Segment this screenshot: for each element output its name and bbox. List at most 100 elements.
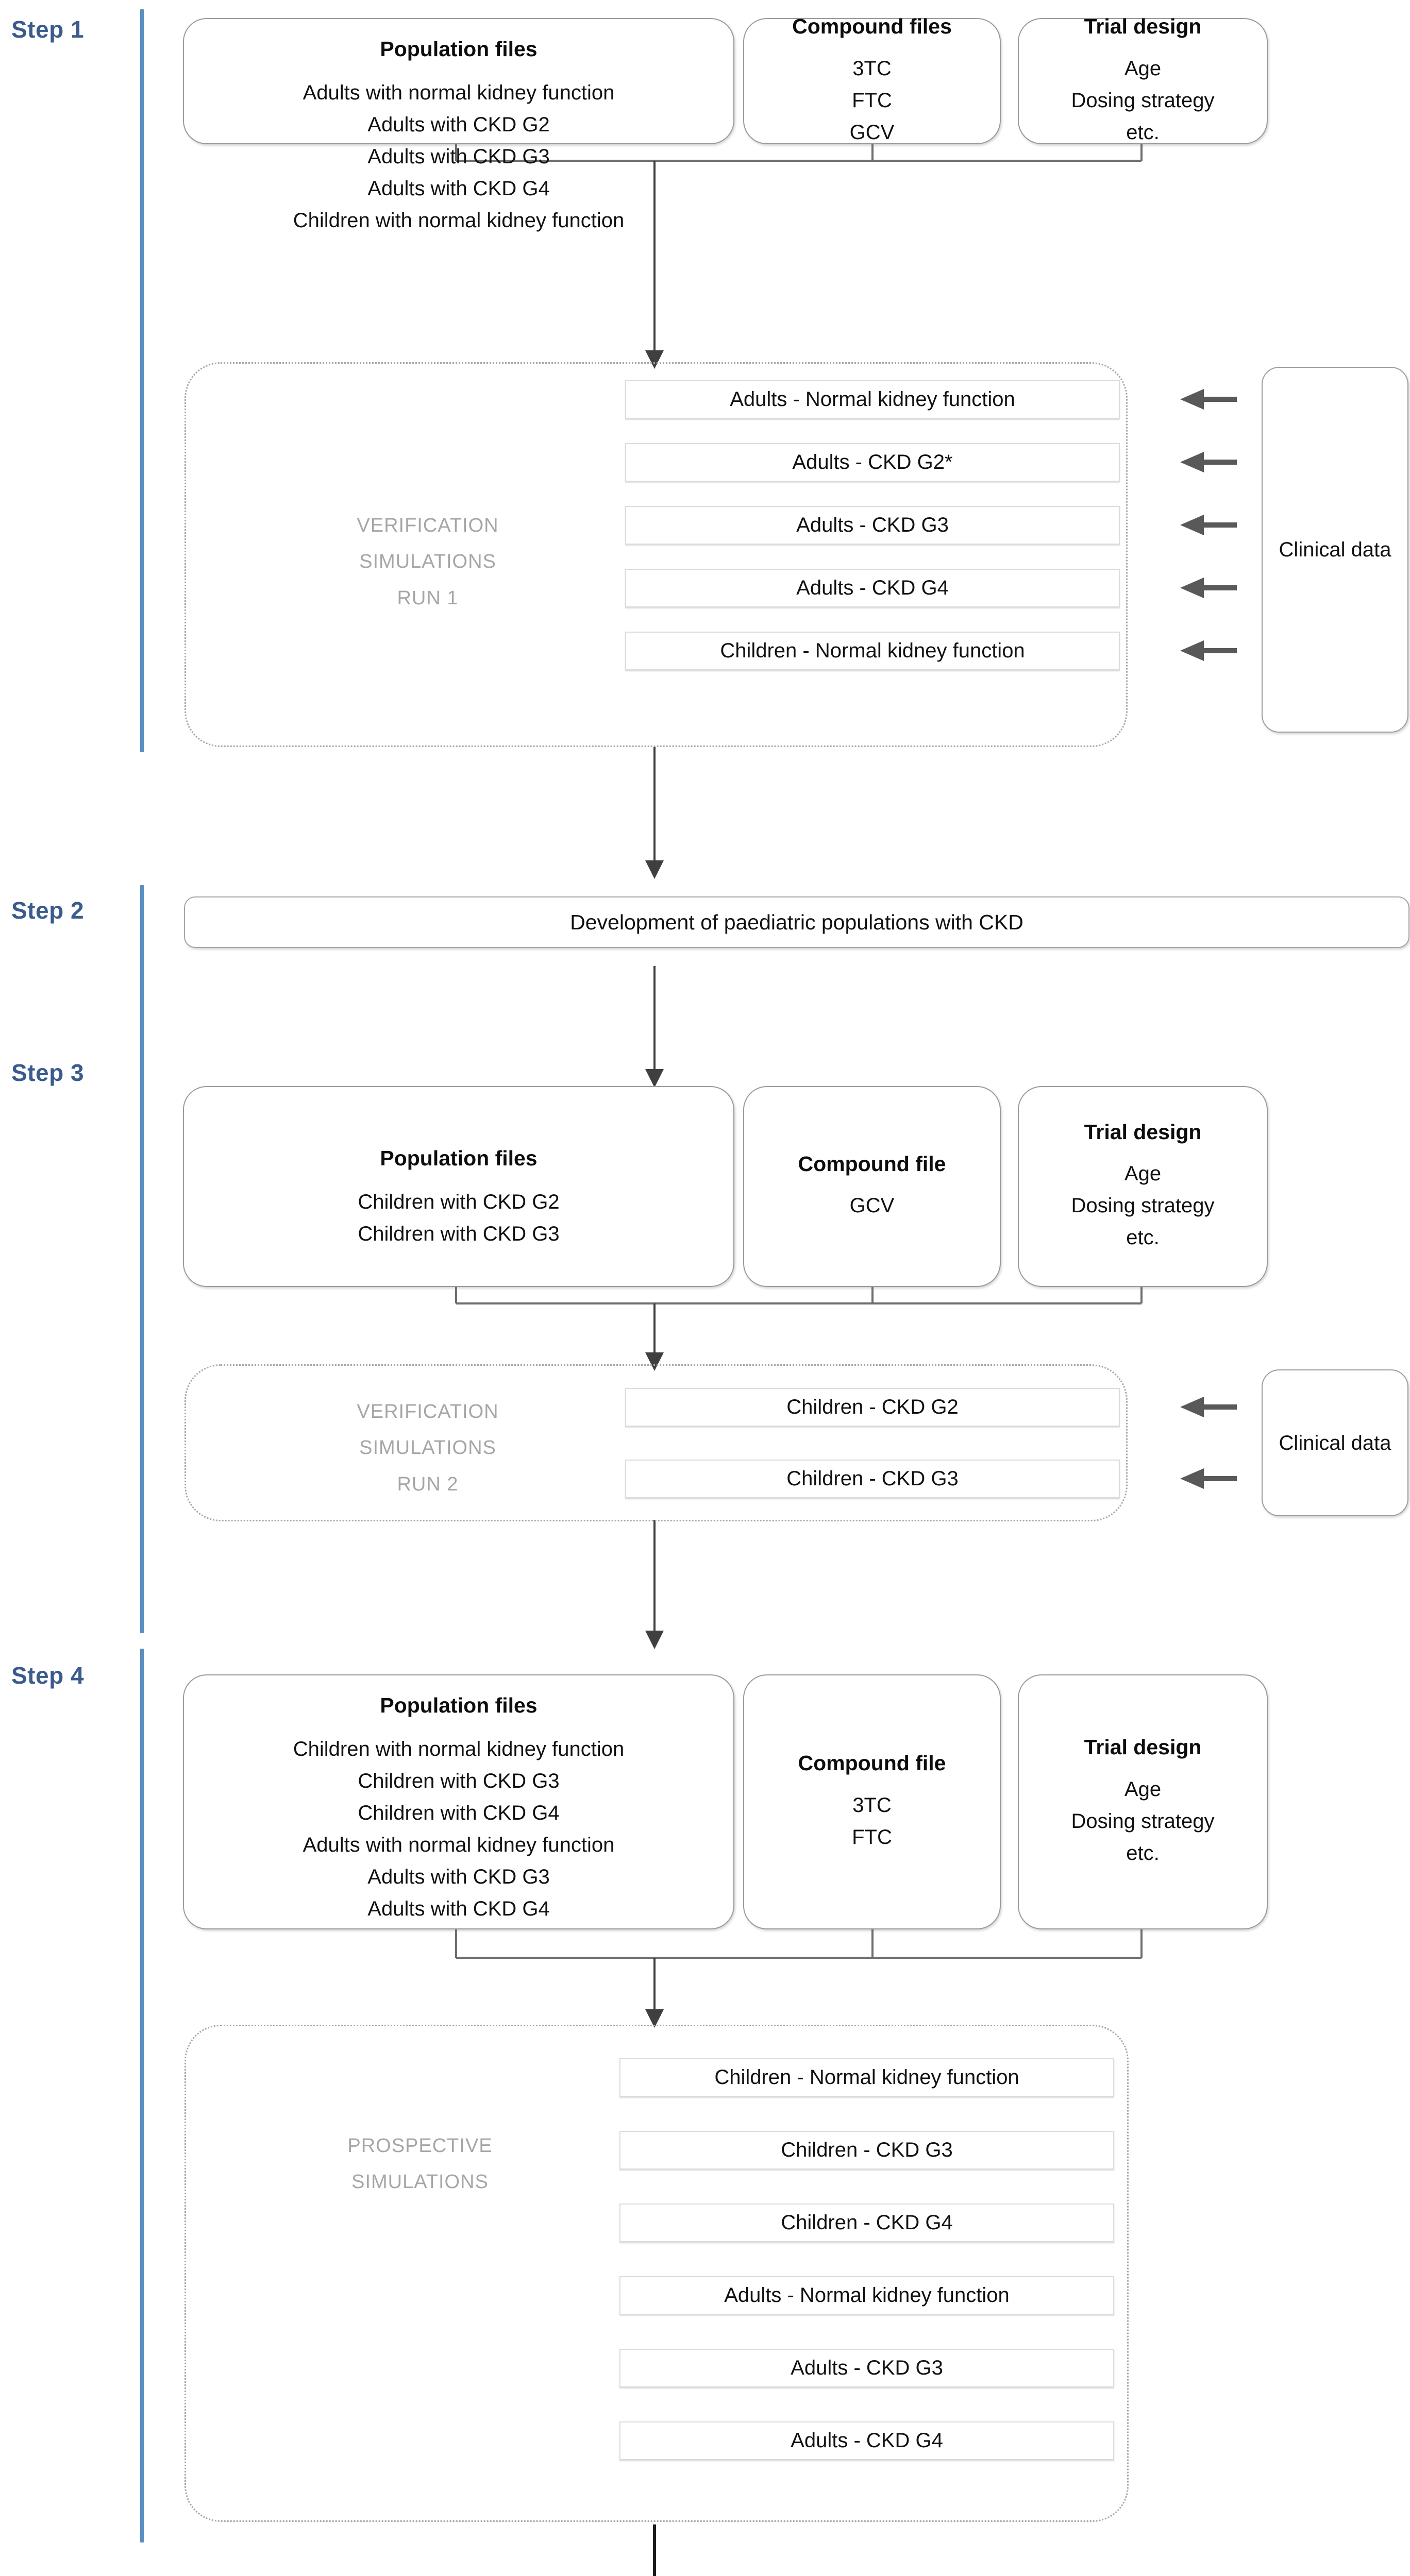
population-item: Children with normal kidney function	[293, 209, 625, 232]
caption-line: SIMULATIONS	[359, 1437, 496, 1459]
caption-line: RUN 2	[397, 1473, 459, 1495]
step-label-2: Step 2	[11, 897, 85, 924]
compound-item: 3TC	[852, 57, 892, 80]
compound-item: GCV	[849, 1194, 895, 1217]
step3-trial-design-box: Trial design Age Dosing strategy etc.	[1018, 1086, 1268, 1287]
clinical-data-label: Clinical data	[1279, 538, 1391, 561]
population-item: Adults with CKD G3	[367, 145, 550, 168]
compound-item: FTC	[852, 89, 892, 112]
trial-item: Age	[1124, 1777, 1162, 1801]
step1-sim-row: Adults - CKD G2*	[625, 443, 1120, 482]
population-item: Adults with CKD G3	[367, 1866, 550, 1889]
step4-population-files-box: Population files Children with normal ki…	[183, 1674, 734, 1929]
sim-label: Adults - Normal kidney function	[730, 388, 1015, 411]
trial-item: etc.	[1126, 1226, 1160, 1249]
caption-line: SIMULATIONS	[351, 2171, 489, 2193]
compound-item: 3TC	[852, 1793, 892, 1817]
box-title: Compound files	[792, 14, 952, 39]
step-rail-2	[140, 885, 144, 1055]
compound-item: GCV	[849, 121, 895, 144]
box-title: Trial design	[1084, 1120, 1202, 1144]
step3-sim-row: Children - CKD G3	[625, 1460, 1120, 1498]
box-title: Trial design	[1084, 1735, 1202, 1759]
population-item: Adults with normal kidney function	[303, 81, 615, 105]
trial-item: Age	[1124, 1162, 1162, 1185]
step4-prospective-container	[184, 2025, 1129, 2522]
population-item: Children with CKD G4	[358, 1802, 560, 1825]
step3-clinical-data-box: Clinical data	[1262, 1369, 1408, 1516]
trial-item: Dosing strategy	[1071, 1809, 1215, 1833]
sim-label: Children - CKD G4	[781, 2211, 953, 2234]
step-rail-3	[140, 1051, 144, 1633]
caption-line: VERIFICATION	[357, 1401, 499, 1422]
step1-compound-files-box: Compound files 3TC FTC GCV	[743, 14, 1001, 144]
box-title: Population files	[380, 1146, 538, 1170]
step1-clinical-data-box: Clinical data	[1262, 367, 1408, 733]
step2-box-label: Development of paediatric populations wi…	[570, 910, 1023, 934]
step1-sim-row: Adults - CKD G3	[625, 506, 1120, 545]
population-item: Adults with normal kidney function	[303, 1834, 615, 1857]
population-item: Adults with CKD G4	[367, 177, 550, 200]
step3-compound-files-box: Compound file GCV	[743, 1086, 1001, 1287]
step-label-4: Step 4	[11, 1662, 85, 1689]
sim-label: Adults - CKD G2*	[792, 451, 953, 473]
step4-sim-row: Adults - Normal kidney function	[619, 2276, 1114, 2315]
sim-label: Children - CKD G2	[786, 1396, 959, 1418]
sim-label: Adults - CKD G3	[796, 514, 949, 536]
trial-item: etc.	[1126, 1841, 1160, 1865]
step4-prospective-caption: PROSPECTIVE SIMULATIONS	[309, 2128, 531, 2200]
population-item: Adults with CKD G4	[367, 1897, 550, 1921]
caption-line: RUN 1	[397, 587, 459, 609]
population-item: Adults with CKD G2	[367, 113, 550, 137]
step3-sim-row: Children - CKD G2	[625, 1388, 1120, 1427]
box-title: Population files	[380, 37, 538, 61]
box-title: Compound file	[798, 1151, 946, 1176]
step-rail-1	[140, 9, 144, 752]
step3-population-files-box: Population files Children with CKD G2 Ch…	[183, 1086, 734, 1287]
trial-item: etc.	[1126, 121, 1160, 144]
population-item: Children with normal kidney function	[293, 1738, 625, 1761]
caption-line: SIMULATIONS	[359, 551, 496, 573]
step-rail-4	[140, 1649, 144, 2543]
step4-trial-design-box: Trial design Age Dosing strategy etc.	[1018, 1674, 1268, 1929]
clinical-data-label: Clinical data	[1279, 1431, 1391, 1454]
box-title: Trial design	[1084, 14, 1202, 39]
step3-verification-caption: VERIFICATION SIMULATIONS RUN 2	[320, 1394, 536, 1502]
sim-label: Children - Normal kidney function	[714, 2066, 1019, 2089]
trial-item: Dosing strategy	[1071, 89, 1215, 112]
sim-label: Adults - Normal kidney function	[724, 2284, 1010, 2307]
step1-trial-design-box: Trial design Age Dosing strategy etc.	[1018, 14, 1268, 144]
step-label-1: Step 1	[11, 16, 85, 43]
box-title: Population files	[380, 1693, 538, 1717]
step4-sim-row: Children - Normal kidney function	[619, 2058, 1114, 2097]
step4-sim-row: Adults - CKD G4	[619, 2421, 1114, 2460]
sim-label: Adults - CKD G4	[791, 2429, 943, 2452]
step4-compound-files-box: Compound file 3TC FTC	[743, 1674, 1001, 1929]
step3-verification-container	[184, 1364, 1128, 1521]
population-item: Children with CKD G3	[358, 1223, 560, 1246]
compound-item: FTC	[852, 1825, 892, 1849]
sim-label: Adults - CKD G4	[796, 577, 949, 599]
population-item: Children with CKD G2	[358, 1191, 560, 1214]
step4-sim-row: Adults - CKD G3	[619, 2349, 1114, 2387]
box-title: Compound file	[798, 1751, 946, 1775]
sim-label: Children - CKD G3	[786, 1467, 959, 1490]
caption-line: PROSPECTIVE	[347, 2135, 493, 2157]
step1-sim-row: Adults - CKD G4	[625, 569, 1120, 607]
sim-label: Adults - CKD G3	[791, 2357, 943, 2379]
step4-sim-row: Children - CKD G4	[619, 2204, 1114, 2242]
population-item: Children with CKD G3	[358, 1770, 560, 1793]
step1-sim-row: Adults - Normal kidney function	[625, 380, 1120, 419]
sim-label: Children - CKD G3	[781, 2139, 953, 2161]
caption-line: VERIFICATION	[357, 515, 499, 536]
trial-item: Age	[1124, 57, 1162, 80]
sim-label: Children - Normal kidney function	[720, 639, 1025, 662]
step1-population-files-box: Population files Adults with normal kidn…	[183, 18, 734, 232]
step1-verification-container	[184, 362, 1128, 747]
trial-item: Dosing strategy	[1071, 1194, 1215, 1217]
step2-development-box: Development of paediatric populations wi…	[184, 896, 1409, 948]
step-label-3: Step 3	[11, 1059, 85, 1086]
step4-sim-row: Children - CKD G3	[619, 2131, 1114, 2170]
step1-sim-row: Children - Normal kidney function	[625, 632, 1120, 670]
